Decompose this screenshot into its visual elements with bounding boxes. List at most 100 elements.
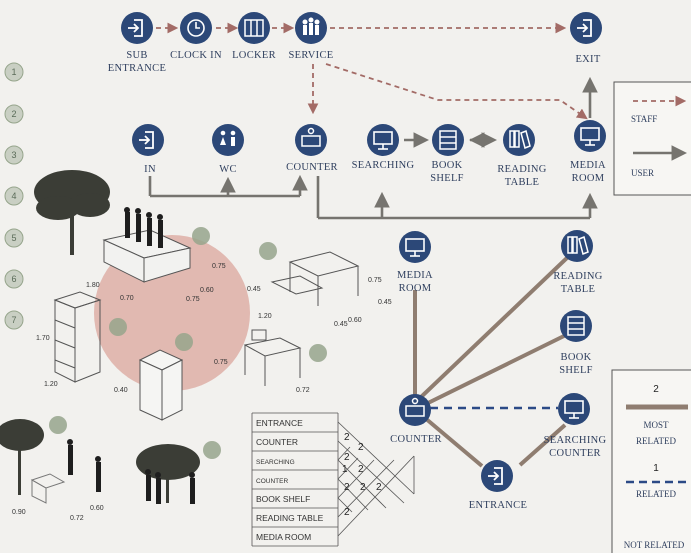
graph-searching-counter-label-1: SEARCHING	[544, 435, 607, 446]
dim-label: 1.20	[258, 313, 272, 320]
graph-node-reading-table: READING TABLE	[553, 230, 602, 295]
dim-label: 0.75	[212, 263, 226, 270]
dim-label: 0.75	[186, 296, 200, 303]
matrix-value: 2	[376, 482, 382, 493]
sub-entrance-label-2: ENTRANCE	[108, 63, 166, 74]
locker-icon	[244, 19, 264, 37]
dim-label: 0.60	[200, 287, 214, 294]
door-arrow-icon	[128, 19, 143, 37]
matrix-row-label: COUNTER	[256, 437, 298, 447]
bookshelf-furniture	[53, 291, 102, 383]
matrix-row-label: COUNTER	[256, 478, 288, 485]
node-media-room: MEDIA ROOM	[570, 120, 606, 184]
door-arrow-icon	[139, 131, 154, 149]
zone-markers: 1 2 3 4 5 6 7	[4, 62, 24, 330]
node-in: IN	[132, 124, 164, 175]
matrix-row-label: MEDIA ROOM	[256, 532, 311, 542]
legend-related-value: 1	[653, 463, 659, 474]
tree-illustration	[136, 444, 200, 503]
people-silhouettes	[124, 207, 163, 248]
reading-table-furniture	[270, 251, 360, 306]
seat-furniture	[30, 473, 66, 504]
legend-related-label: RELATED	[636, 489, 676, 499]
legend-user-label: USER	[631, 168, 654, 178]
book-shelf-label-2: SHELF	[430, 173, 464, 184]
people-silhouettes	[67, 439, 195, 504]
tree-illustration	[0, 419, 44, 495]
reading-table-label-1: READING	[497, 164, 546, 175]
zone-marker-3: 3	[11, 150, 16, 160]
monitor-icon	[373, 131, 393, 150]
node-exit: EXIT	[570, 12, 602, 65]
dim-label: 0.72	[70, 515, 84, 522]
matrix-value: 1	[342, 464, 348, 475]
monitor-icon	[564, 400, 584, 419]
service-label: SERVICE	[288, 50, 333, 61]
matrix-row-label: READING TABLE	[256, 513, 324, 523]
media-room-label-2: ROOM	[572, 173, 605, 184]
node-sub-entrance: SUB ENTRANCE	[108, 12, 166, 74]
shelf-icon	[567, 316, 585, 336]
dim-label: 0.40	[114, 387, 128, 394]
matrix-value: 2	[344, 432, 350, 443]
matrix-value: 2	[358, 442, 364, 453]
legend-not-related-label: NOT RELATED	[624, 540, 685, 550]
graph-book-shelf-label-1: BOOK	[561, 352, 592, 363]
dim-label: 0.72	[296, 387, 310, 394]
dim-label: 0.75	[368, 277, 382, 284]
shelf-furniture	[138, 349, 184, 421]
books-icon	[567, 235, 589, 256]
media-room-label-1: MEDIA	[570, 160, 606, 171]
zone-marker-1: 1	[11, 67, 16, 77]
zone-marker-6: 6	[11, 274, 16, 284]
graph-reading-table-label-1: READING	[553, 271, 602, 282]
exit-label: EXIT	[575, 54, 600, 65]
node-reading-table: READING TABLE	[497, 124, 546, 188]
graph-node-media-room: MEDIA ROOM	[397, 231, 433, 294]
node-book-shelf: BOOK SHELF	[430, 124, 464, 184]
graph-node-counter: COUNTER	[390, 394, 442, 445]
restroom-icon	[220, 130, 236, 146]
graph-node-entrance: ENTRANCE	[469, 460, 527, 511]
node-wc: WC	[212, 124, 244, 175]
legend-most-label-2: RELATED	[636, 436, 676, 446]
staff-flow-lines	[156, 22, 588, 120]
matrix-value: 2	[344, 452, 350, 463]
matrix-row-label: SEARCHING	[256, 459, 295, 466]
graph-node-book-shelf: BOOK SHELF	[559, 310, 592, 376]
matrix-value: 2	[360, 482, 366, 493]
monitor-icon	[405, 238, 425, 257]
clock-in-label: CLOCK IN	[170, 50, 222, 61]
desk-furniture	[243, 329, 302, 386]
node-counter: COUNTER	[286, 124, 338, 173]
matrix-row-label: BOOK SHELF	[256, 494, 310, 504]
wc-label: WC	[219, 164, 237, 175]
legend-staff-label: STAFF	[631, 114, 657, 124]
clock-icon	[187, 19, 205, 37]
matrix-value: 2	[344, 482, 350, 493]
counter-label: COUNTER	[286, 162, 338, 173]
graph-counter-label: COUNTER	[390, 434, 442, 445]
dim-label: 1.70	[36, 335, 50, 342]
node-searching: SEARCHING	[352, 124, 414, 171]
door-arrow-icon	[488, 467, 503, 485]
dim-label: 0.60	[90, 505, 104, 512]
graph-searching-counter-label-2: COUNTER	[549, 448, 601, 459]
dim-label: 0.90	[12, 509, 26, 516]
flow-legend: STAFF USER	[613, 81, 691, 196]
relation-legend: 2 MOST RELATED 1 RELATED NOT RELATED	[611, 369, 691, 553]
dim-label: 0.60	[348, 317, 362, 324]
door-arrow-icon	[577, 19, 592, 37]
matrix-value: 2	[344, 507, 350, 518]
people-icon	[302, 17, 320, 35]
furniture-illustrations: 0.75 1.80 0.60 0.70 0.75 0.45 0.75 1.20 …	[0, 170, 392, 522]
dim-label: 0.75	[214, 359, 228, 366]
relation-edges	[413, 253, 572, 468]
graph-media-room-label-2: ROOM	[399, 283, 432, 294]
dim-label: 1.20	[44, 381, 58, 388]
shelf-icon	[439, 130, 457, 150]
zone-marker-2: 2	[11, 109, 16, 119]
legend-most-label-1: MOST	[643, 420, 669, 430]
graph-entrance-label: ENTRANCE	[469, 500, 527, 511]
